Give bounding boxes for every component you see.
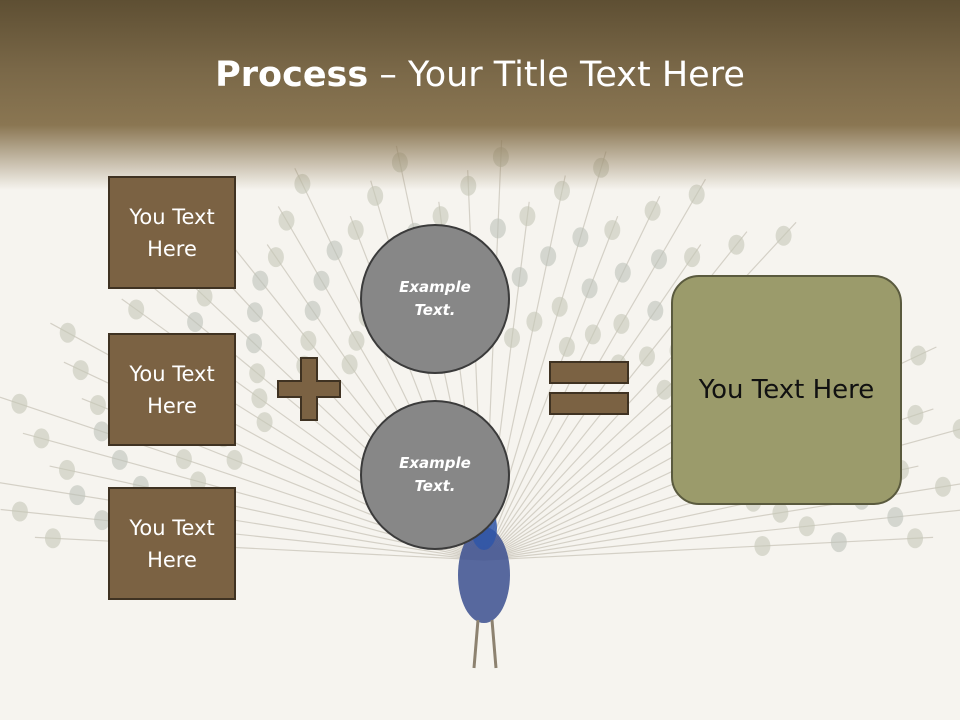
peacock-body: [458, 506, 510, 669]
title-bold: Process: [215, 55, 369, 95]
plus-icon: [277, 357, 341, 421]
text-box-label: You Text Here: [129, 361, 215, 418]
equals-icon: [549, 361, 629, 415]
text-box-2[interactable]: You Text Here: [108, 333, 236, 446]
result-box[interactable]: You Text Here: [671, 275, 902, 505]
header-band: [0, 0, 960, 190]
page-title: Process – Your Title Text Here: [0, 52, 960, 98]
text-box-1[interactable]: You Text Here: [108, 176, 236, 289]
example-circle-1[interactable]: Example Text.: [360, 224, 510, 374]
result-label: You Text Here: [698, 375, 875, 405]
text-box-label: You Text Here: [129, 204, 215, 261]
example-circle-2[interactable]: Example Text.: [360, 400, 510, 550]
circle-label: Example Text.: [399, 454, 471, 495]
circle-label: Example Text.: [399, 278, 471, 319]
text-box-label: You Text Here: [129, 515, 215, 572]
title-rest: – Your Title Text Here: [368, 55, 745, 95]
text-box-3[interactable]: You Text Here: [108, 487, 236, 600]
